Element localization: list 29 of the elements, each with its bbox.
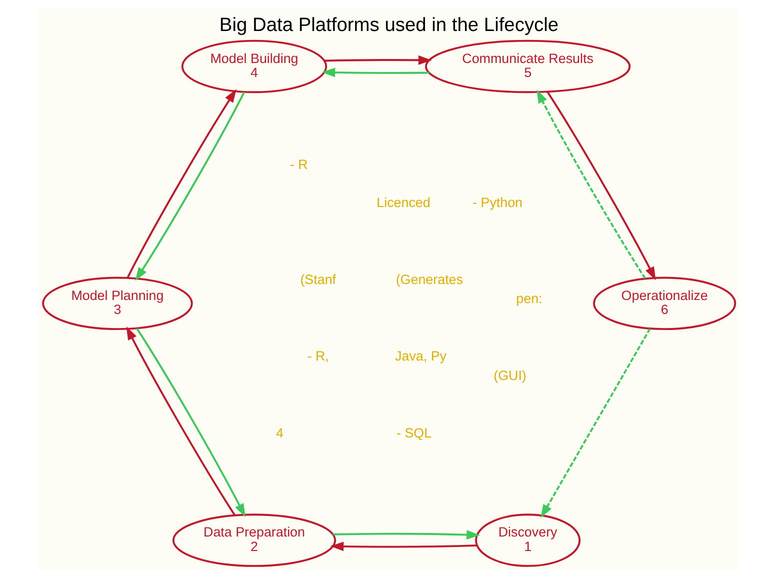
label: - Python — [472, 195, 522, 210]
label: 4 — [275, 425, 283, 440]
arrow — [126, 326, 235, 516]
label: - R, — [306, 348, 328, 364]
label: (Stanf — [300, 272, 336, 287]
arrow — [546, 91, 656, 280]
label: (GUI) — [493, 368, 526, 383]
arrow — [536, 90, 646, 279]
label: Java, Py — [394, 348, 446, 364]
label: Licenced — [376, 195, 430, 210]
arrow — [324, 55, 432, 65]
arrow — [540, 328, 650, 518]
node-ellipse: Data Preparation 2 — [172, 514, 336, 567]
label: pen: — [516, 291, 542, 306]
arrow — [134, 92, 245, 281]
label: - R — [289, 156, 308, 172]
arrow — [332, 530, 480, 540]
label: (Generates — [395, 272, 462, 287]
node-ellipse: Discovery 1 — [474, 514, 580, 567]
arrow — [126, 89, 236, 278]
node-ellipse: Operationalize 6 — [592, 276, 736, 330]
diagram-title: Big Data Platforms used in the Lifecycle — [218, 15, 558, 36]
label: - SQL — [396, 425, 432, 440]
arrow — [136, 328, 245, 518]
arrow — [321, 68, 429, 78]
node-ellipse: Communicate Results 5 — [424, 40, 630, 94]
node-ellipse: Model Planning 3 — [42, 276, 192, 330]
arrow — [330, 542, 477, 552]
node-ellipse: Model Building 4 — [180, 40, 327, 94]
